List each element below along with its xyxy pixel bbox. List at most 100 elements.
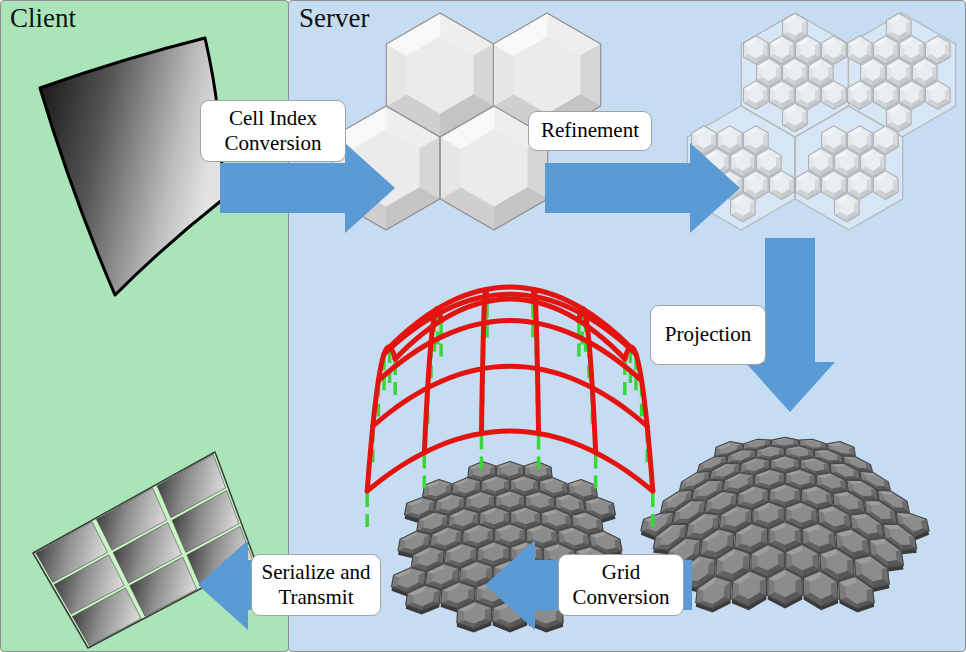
child-cell <box>796 81 821 110</box>
child-cell <box>835 148 860 177</box>
child-cell <box>809 58 834 87</box>
child-cell-top <box>866 154 880 171</box>
projected-cell-top <box>759 507 778 523</box>
child-cell <box>770 171 795 200</box>
surface-cell-facet <box>596 583 613 593</box>
surface-cell-top <box>516 480 533 492</box>
child-cell <box>822 171 847 200</box>
surface-cell-side <box>561 568 595 593</box>
child-cell-edge <box>757 58 782 87</box>
projected-cell-edge <box>847 480 878 500</box>
child-cell-top <box>931 87 945 104</box>
child-cell-edge <box>886 13 911 42</box>
projected-cell-top <box>775 527 795 545</box>
normal-vector <box>651 491 655 527</box>
surface-cell-top <box>451 548 471 563</box>
child-cell-edge <box>873 81 898 110</box>
surface-patch <box>40 38 222 295</box>
child-cell-edge <box>731 193 756 222</box>
child-cell-top <box>892 64 906 81</box>
step-label: Refinement <box>528 111 652 150</box>
child-cell <box>835 193 860 222</box>
surface-cell-facet <box>598 603 615 611</box>
step-name: Refinement <box>541 118 639 143</box>
surface-cell-side <box>576 551 609 575</box>
child-cell-edge <box>873 171 898 200</box>
surface-cell <box>580 585 615 610</box>
projected-cell <box>847 480 878 500</box>
child-cell-edge <box>822 81 847 110</box>
child-cell-edge <box>783 103 808 132</box>
child-cell-top <box>697 132 711 149</box>
surface-cell-facet <box>594 568 610 575</box>
projected-cell-top <box>839 496 858 510</box>
child-cell <box>796 36 821 65</box>
surface-cell-top <box>531 496 549 509</box>
surface-cell-facet <box>578 581 594 589</box>
surface-cell-edge <box>457 602 492 629</box>
child-cell <box>770 81 795 110</box>
grid-line <box>481 289 487 433</box>
child-cell-top <box>840 199 854 216</box>
child-cell-top <box>749 87 763 104</box>
flow-arrows <box>198 143 835 630</box>
projected-cell <box>692 480 723 500</box>
child-cell-top <box>827 87 841 104</box>
child-cell <box>822 171 847 200</box>
projected-cell-top <box>827 554 848 574</box>
surface-cell-facet <box>580 585 596 593</box>
child-cell-top <box>736 154 750 171</box>
child-cell-edge <box>848 171 873 200</box>
child-cell-top <box>814 154 828 171</box>
block-arrow <box>220 143 395 233</box>
child-cell-edge <box>835 193 860 222</box>
child-cell <box>873 126 898 155</box>
child-cell-edge <box>731 148 756 177</box>
surface-cell-top <box>582 551 602 566</box>
step-name: Projection <box>665 322 751 347</box>
child-cell-top <box>788 109 802 126</box>
projected-cell-side <box>771 460 800 477</box>
child-cell <box>925 36 950 65</box>
surface-cell-facet <box>587 572 595 585</box>
child-cell-edge <box>744 171 769 200</box>
panel-heading: Client <box>1 1 288 34</box>
child-cell-edge <box>835 148 860 177</box>
surface-cell-facet <box>560 560 576 568</box>
projected-cell-top <box>762 448 779 456</box>
surface-cell-facet <box>577 561 594 571</box>
child-cell <box>757 148 782 177</box>
surface-cell-top <box>561 498 579 511</box>
hexagon-cell-top <box>461 130 528 207</box>
child-cell-edge <box>912 58 937 87</box>
step-name: Serialize and Transmit <box>260 560 372 610</box>
child-cell <box>731 193 756 222</box>
child-cell <box>899 81 924 110</box>
child-cell-top <box>879 132 893 149</box>
child-cell-top <box>801 42 815 59</box>
surface-cell-facet <box>581 601 599 610</box>
surface-cell-top <box>574 484 592 496</box>
child-cell <box>873 126 898 155</box>
normal-vector <box>365 491 369 527</box>
grid-line <box>533 289 539 433</box>
child-cell <box>873 81 898 110</box>
surface-cell-top <box>485 511 503 524</box>
child-cell <box>925 81 950 110</box>
projected-cell <box>732 571 767 606</box>
surface-cell-top <box>564 531 583 545</box>
child-cell <box>873 36 898 65</box>
child-cell <box>796 171 821 200</box>
child-cell-top <box>775 87 789 104</box>
projected-cell-top <box>673 544 694 562</box>
projected-cell-top <box>757 551 777 571</box>
block-arrow <box>485 540 692 630</box>
child-cell <box>796 81 821 110</box>
child-cell-edge <box>796 36 821 65</box>
child-cell <box>886 103 911 132</box>
projected-cell-top <box>792 507 811 523</box>
child-cell-edge <box>886 58 911 87</box>
child-cell <box>744 36 769 65</box>
child-cell-top <box>749 177 763 194</box>
